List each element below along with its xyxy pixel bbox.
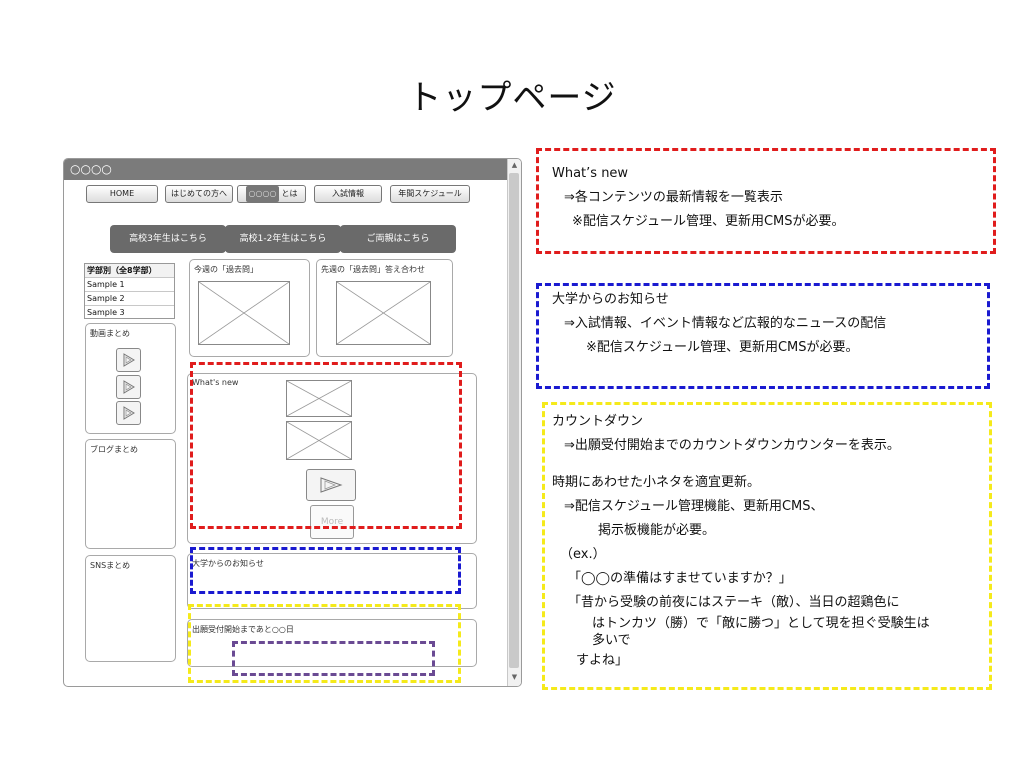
image-placeholder	[286, 421, 352, 460]
faculty-item[interactable]: Sample 1	[85, 278, 174, 292]
nav-admissions-button[interactable]: 入試情報	[314, 185, 382, 203]
image-placeholder	[336, 281, 431, 345]
mockup-window: ○○○○ ▲ ▼ HOME はじめての方へ ○○○○とは 入試情報 年間スケジュ…	[63, 158, 522, 687]
blog-panel-title: ブログまとめ	[90, 445, 138, 454]
university-note: 大学からのお知らせ ⇒入試情報、イベント情報など広報的なニュースの配信 ※配信ス…	[552, 288, 886, 360]
countdown-note-line: 多いで	[592, 633, 631, 648]
countdown-note-frame	[542, 402, 992, 690]
scrollbar[interactable]: ▲ ▼	[507, 159, 521, 686]
countdown-note: カウントダウン ⇒出願受付開始までのカウントダウンカウンターを表示。 時期にあわ…	[552, 410, 930, 673]
countdown-note-line: ⇒出願受付開始までのカウントダウンカウンターを表示。	[564, 438, 900, 453]
faculty-item[interactable]: Sample 3	[87, 308, 125, 317]
university-note-line: ⇒入試情報、イベント情報など広報的なニュースの配信	[564, 316, 887, 331]
whats-new-note-line: ⇒各コンテンツの最新情報を一覧表示	[564, 190, 783, 205]
play-icon[interactable]	[116, 348, 141, 372]
image-placeholder	[198, 281, 290, 345]
grade-3-button[interactable]: 高校3年生はこちら	[110, 225, 226, 253]
countdown-highlight	[188, 604, 461, 683]
whats-new-note: What’s new ⇒各コンテンツの最新情報を一覧表示 ※配信スケジュール管理…	[552, 162, 845, 234]
countdown-note-line: ⇒配信スケジュール管理機能、更新用CMS、	[564, 499, 824, 514]
whats-new-note-frame	[536, 148, 996, 254]
video-panel-title: 動画まとめ	[90, 329, 130, 338]
university-note-title: 大学からのお知らせ	[552, 292, 669, 307]
play-icon[interactable]	[306, 469, 356, 501]
faculty-list: 学部別（全8学部） Sample 1 Sample 2 Sample 3	[84, 263, 175, 319]
scroll-down-icon[interactable]: ▼	[511, 673, 518, 681]
countdown-panel-title: 出願受付開始まであと○○日	[192, 625, 294, 634]
countdown-note-line: 「昔から受験の前夜にはステーキ（敵）、当日の超鶏色に	[568, 595, 900, 610]
countdown-note-line: はトンカツ（勝）で「敵に勝つ」として現を担ぐ受験生は	[592, 616, 930, 631]
play-icon[interactable]	[116, 401, 141, 425]
nav-first-time-button[interactable]: はじめての方へ	[165, 185, 233, 203]
nav-home-button[interactable]: HOME	[86, 185, 158, 203]
parents-button[interactable]: ご両親はこちら	[340, 225, 456, 253]
countdown-note-title: カウントダウン	[552, 414, 644, 429]
nav-about-label: とは	[281, 189, 298, 198]
play-icon[interactable]	[116, 375, 141, 399]
university-note-line: ※配信スケジュール管理、更新用CMSが必要。	[586, 340, 859, 355]
slide-title: トップページ	[407, 78, 617, 118]
whats-new-note-line: ※配信スケジュール管理、更新用CMSが必要。	[572, 214, 845, 229]
countdown-note-line: 掲示板機能が必要。	[598, 523, 716, 538]
university-news-highlight	[190, 547, 461, 594]
image-placeholder	[286, 380, 352, 417]
countdown-note-line: すよね」	[576, 653, 629, 668]
whats-new-note-title: What’s new	[552, 166, 629, 181]
faculty-list-header: 学部別（全8学部）	[85, 264, 174, 278]
blog-panel: ブログまとめ	[85, 439, 176, 549]
university-note-frame	[536, 283, 990, 389]
nav-about-tag: ○○○○	[245, 186, 280, 202]
countdown-counter-highlight	[232, 641, 435, 676]
countdown-note-line: 時期にあわせた小ネタを適宜更新。	[552, 475, 761, 490]
more-button[interactable]: More	[310, 505, 354, 539]
countdown-note-line: （ex.）	[560, 547, 606, 562]
this-week-panel-title: 今週の「過去問」	[194, 265, 258, 274]
scroll-up-icon[interactable]: ▲	[511, 161, 518, 169]
university-news-panel-title: 大学からのお知らせ	[192, 559, 264, 568]
university-news-panel: 大学からのお知らせ	[187, 553, 477, 609]
grade-1-2-button[interactable]: 高校1-2年生はこちら	[225, 225, 341, 253]
nav-schedule-button[interactable]: 年間スケジュール	[390, 185, 470, 203]
faculty-item[interactable]: Sample 2	[85, 292, 174, 306]
whats-new-panel-title: What's new	[192, 378, 239, 387]
sns-panel: SNSまとめ	[85, 555, 176, 662]
scroll-thumb[interactable]	[509, 173, 519, 668]
countdown-note-line: 「◯◯の準備はすませていますか？」	[568, 571, 792, 586]
whats-new-highlight	[190, 362, 462, 529]
window-titlebar: ○○○○	[64, 159, 507, 180]
sns-panel-title: SNSまとめ	[90, 561, 131, 570]
last-week-panel-title: 先週の「過去問」答え合わせ	[321, 265, 425, 274]
nav-about-button[interactable]: ○○○○とは	[237, 185, 306, 203]
